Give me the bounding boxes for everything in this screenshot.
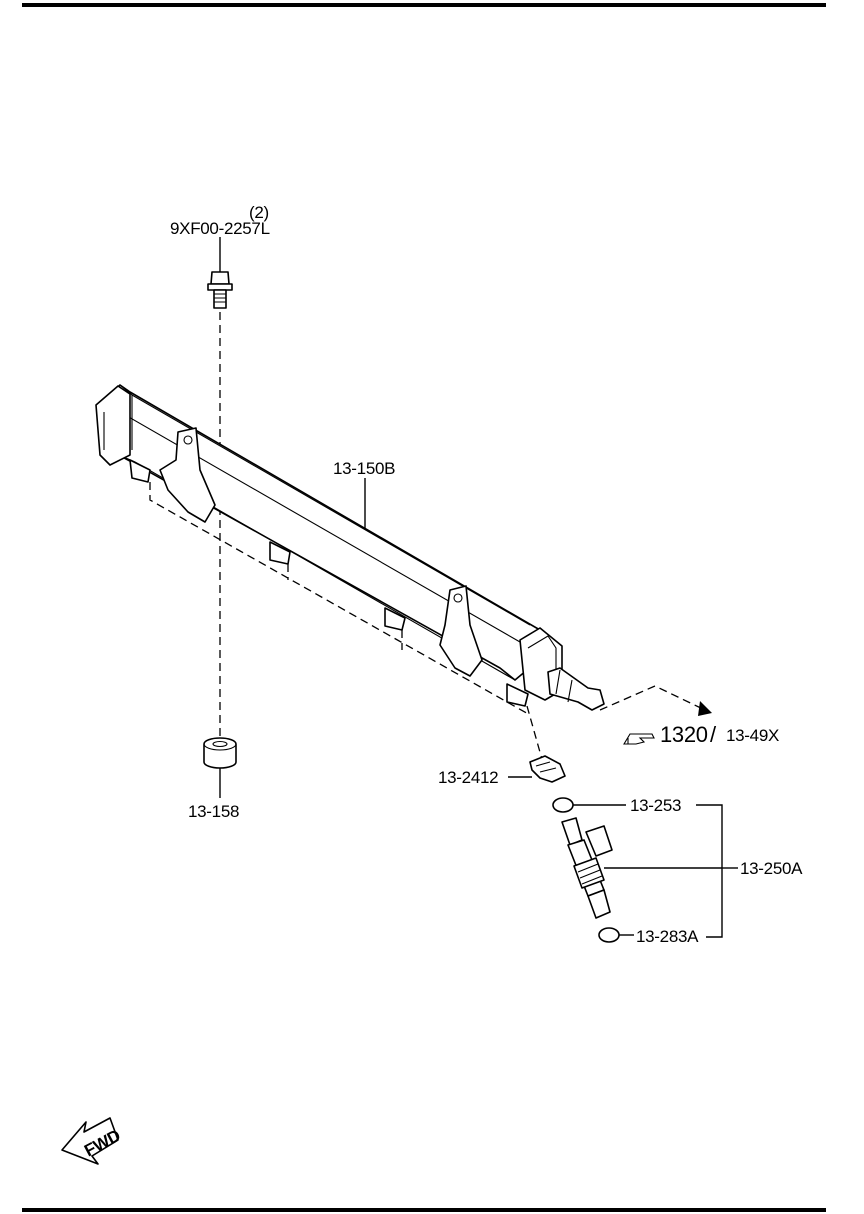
fwd-arrow-icon: FWD	[61, 1117, 124, 1165]
upper-o-ring-part-number[interactable]: 13-253	[630, 796, 681, 815]
insulator-part-number[interactable]: 13-158	[188, 802, 239, 821]
injector-part-number[interactable]: 13-250A	[740, 859, 803, 878]
bolt-part[interactable]	[207, 237, 233, 309]
reference-section-number: 1320	[660, 722, 708, 747]
bolt-part-number[interactable]: 9XF00-2257L	[170, 219, 270, 238]
injector-part[interactable]	[561, 817, 613, 919]
pointing-hand-icon	[623, 733, 655, 745]
lower-o-ring-part[interactable]	[598, 927, 620, 943]
upper-o-ring-part[interactable]	[552, 797, 574, 813]
reference-callout[interactable]: 1320 / 13-49X	[623, 722, 779, 747]
bolt-quantity-label: (2)	[249, 203, 269, 222]
outlet-reference-guide	[599, 685, 706, 711]
reference-arrowhead	[698, 701, 712, 716]
injector-group-bracket	[696, 804, 723, 938]
fuel-rail-part-number[interactable]: 13-150B	[333, 459, 395, 478]
reference-separator: /	[710, 722, 717, 747]
reference-sub-number: 13-49X	[726, 726, 779, 745]
clip-part-number[interactable]: 13-2412	[438, 768, 499, 787]
clip-part[interactable]	[529, 755, 566, 783]
fuel-rail-part[interactable]	[95, 384, 605, 711]
lower-o-ring-part-number[interactable]: 13-283A	[636, 927, 699, 946]
insulator-part[interactable]	[203, 737, 237, 798]
rail-cup-guide-lines	[149, 482, 546, 771]
